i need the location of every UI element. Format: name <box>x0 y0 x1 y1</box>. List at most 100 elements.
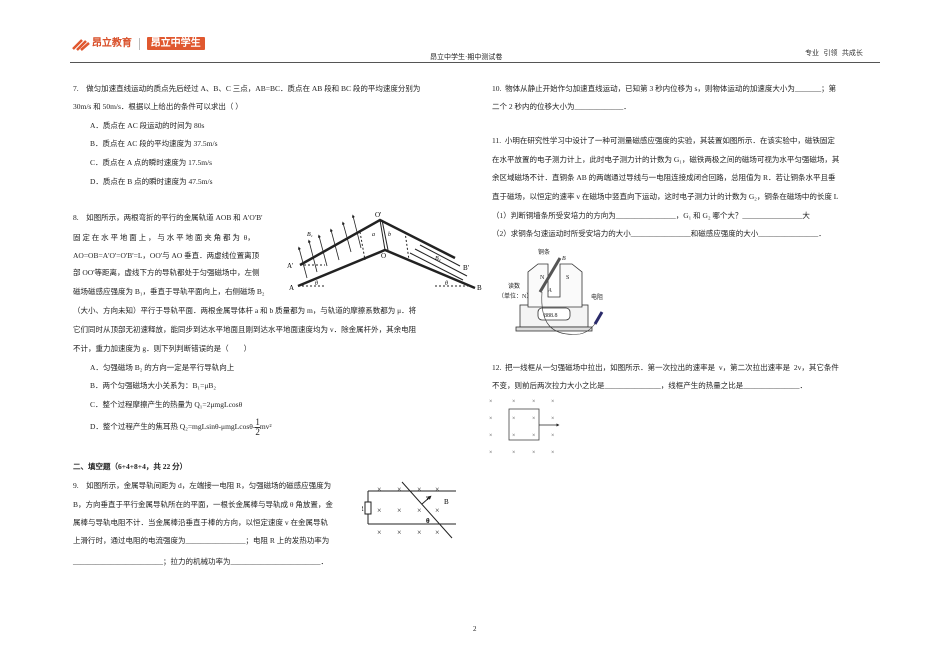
q9-line-4: 上滑行时，通过电阻的电流强度为________________；电阻 R 上的发… <box>73 536 330 545</box>
label-theta-right: θ <box>445 281 448 287</box>
cross-mark: × <box>551 433 554 439</box>
cross-mark: × <box>397 506 402 515</box>
label-s: S <box>566 275 569 281</box>
fraction-tail: mv² <box>259 422 272 432</box>
cross-mark: × <box>435 485 440 494</box>
q11-line-4: 直于磁场，以恒定的速率 v 在磁场中竖直向下运动，这时电子测力计的计数为 G₂，… <box>492 192 839 201</box>
label-b: B <box>477 284 482 292</box>
logo: 昂立教育 昂立中学生 <box>72 34 205 52</box>
slogan: 专业 引领 共成长 <box>805 49 863 57</box>
header-divider <box>70 62 880 63</box>
q10-line-1: 10. 物体从静止开始作匀加速直线运动，已知第 3 秒内位移为 s，则物体运动的… <box>492 84 837 93</box>
label-b-prime: B' <box>463 264 469 272</box>
label-a: A <box>547 288 552 294</box>
q10-line-2: 二个 2 秒内的位移大小为_____________． <box>492 102 631 111</box>
page-title: 昂立中学生·期中测试卷 <box>430 53 503 61</box>
label-reading: 读数 <box>508 282 520 290</box>
cross-mark: × <box>551 416 554 422</box>
label-o: O <box>381 252 386 260</box>
scale-display: 888.8 <box>544 313 558 319</box>
q8-option-b: B．两个匀强磁场大小关系为：B₁=μB₂ <box>90 381 216 390</box>
q11-line-2: 在水平放置的电子测力计上，此时电子测力计的计数为 G₁，磁铁两极之间的磁场可视为… <box>492 155 840 164</box>
q8-line-5: 磁场磁感应强度为 B₁，垂直于导轨平面向上，右侧磁场 B₂ <box>73 287 265 296</box>
q9-line-2: B，方向垂直于平行金属导轨所在的平面，一根长金属棒与导轨成 θ 角放置，金 <box>73 500 333 509</box>
cross-mark: × <box>532 433 535 439</box>
q11-line-6: （2）求铜条匀速运动时所受安培力的大小________________和磁感应强… <box>492 229 826 238</box>
q7-line-2: 30m/s 和 50m/s．根据以上给出的条件可以求出（ ） <box>73 102 243 111</box>
q8-line-6: （大小、方向未知）平行于导轨平面．两根金属导体杆 a 和 b 质量都为 m，与轨… <box>73 306 417 315</box>
q8-line-2: 固 定 在 水 平 地 面 上 ， 与 水 平 地 面 夹 角 都 为 θ， <box>73 233 255 242</box>
logo-icon <box>72 39 90 52</box>
q8-line-3: AO=OB=A'O'=O'B'=L，OO'与 AO 垂直．两虚线位置离顶 <box>73 251 260 260</box>
label-rod-a: a <box>372 232 375 238</box>
cross-mark: × <box>377 506 382 515</box>
cross-mark: × <box>489 399 492 405</box>
cross-mark: × <box>512 399 515 405</box>
q7-line-1: 7. 做匀加速直线运动的质点先后经过 A、B、C 三点，AB=BC．质点在 AB… <box>73 84 421 93</box>
cross-mark: × <box>397 528 402 537</box>
label-b1: B₁ <box>307 232 313 238</box>
q9-rail-diagram: × × × × × × × × × × × × R v B θ <box>362 481 456 539</box>
fraction-numerator: 1 <box>255 417 260 428</box>
cross-mark: × <box>532 399 535 405</box>
label-a-prime: A' <box>287 262 293 270</box>
cross-mark: × <box>489 450 492 456</box>
cross-mark: × <box>532 416 535 422</box>
cross-mark: × <box>532 450 535 456</box>
cross-mark: × <box>435 506 440 515</box>
cross-mark: × <box>397 485 402 494</box>
q11-line-3: 余区域磁场不计．直铜条 AB 的两端通过导线与一电阻连接成闭合回路，总阻值为 R… <box>492 173 836 182</box>
q7-option-d: D．质点在 B 点的瞬时速度为 47.5m/s <box>90 177 213 186</box>
q8-option-a: A．匀强磁场 B₂ 的方向一定是平行导轨向上 <box>90 363 235 372</box>
q8-option-d-text: D．整个过程产生的焦耳热 Q₂=mgLsinθ-μmgLcosθ- <box>90 422 256 432</box>
label-a: A <box>289 284 294 292</box>
cross-mark: × <box>512 450 515 456</box>
q12-line-1: 12. 把一线框从一匀强磁场中拉出，如图所示．第一次拉出的速率是 v，第二次拉出… <box>492 363 839 372</box>
q7-option-c: C．质点在 A 点的瞬时速度为 17.5m/s <box>90 158 213 167</box>
q11-line-1: 11. 小明在研究性学习中设计了一种可测量磁感应强度的实验，其装置如图所示．在该… <box>492 136 835 145</box>
q8-rail-diagram: O' O A' A B' B B₁ B₂ a b θ θ <box>287 211 482 292</box>
label-v: v <box>426 494 430 502</box>
q12-frame-diagram: × × × × × × × × × × × × × × × × <box>489 399 560 456</box>
logo-badge: 昂立中学生 <box>146 37 205 50</box>
label-copper: 铜条 <box>538 248 550 256</box>
cross-mark: × <box>512 433 515 439</box>
q7-option-a: A．质点在 AC 段运动的时间为 80s <box>90 121 205 130</box>
q8-line-7: 它们同时从顶部无初速释放，能同步到达水平地面且刚到达水平地面速度均为 v．除金属… <box>73 325 417 334</box>
q9-line-1: 9. 如图所示，金属导轨间距为 d，左端接一电阻 R，匀强磁场的磁感应强度为 <box>73 481 332 490</box>
label-theta: θ <box>426 517 430 525</box>
q8-line-8: 不计，重力加速度为 g．则下列判断错误的是（ ） <box>73 344 252 353</box>
q9-line-5: ________________________；拉力的机械功率为_______… <box>73 557 328 566</box>
q9-line-3: 属棒与导轨电阻不计．当金属棒沿垂直于棒的方向，以恒定速度 v 在金属导轨 <box>73 518 328 527</box>
cross-mark: × <box>435 528 440 537</box>
cross-mark: × <box>489 416 492 422</box>
page-number: 2 <box>473 625 477 633</box>
label-r: R <box>362 505 364 513</box>
logo-text: 昂立教育 <box>91 38 132 49</box>
q8-line-4: 部 OO'等距离，虚线下方的导轨都处于匀强磁场中，左侧 <box>73 268 260 277</box>
cross-mark: × <box>417 485 422 494</box>
cross-mark: × <box>377 485 382 494</box>
cross-mark: × <box>489 433 492 439</box>
cross-mark: × <box>417 528 422 537</box>
label-o-prime: O' <box>375 211 381 219</box>
cross-mark: × <box>512 416 515 422</box>
fraction-denominator: 2 <box>255 427 260 437</box>
cross-mark: × <box>417 506 422 515</box>
q11-line-5: （1）判断铜墙条所受安培力的方向为________________，G₁ 和 G… <box>492 211 810 220</box>
q8-option-c: C．整个过程摩擦产生的热量为 Q₁=2μmgLcosθ <box>90 400 243 409</box>
cross-mark: × <box>377 528 382 537</box>
cross-mark: × <box>551 399 554 405</box>
label-b: B <box>562 256 566 262</box>
label-unit: （单位：N） <box>498 292 532 300</box>
q12-line-2: 不变，则前后两次拉力大小之比是_______________，线框产生的热量之比… <box>492 381 807 390</box>
label-theta-left: θ <box>315 281 318 287</box>
cross-mark: × <box>551 450 554 456</box>
q11-apparatus-diagram: 铜条 B N S A 读数 （单位：N） 电阻 888.8 <box>498 248 604 335</box>
q8-line-1: 8. 如图所示，两根弯折的平行的金属轨道 AOB 和 A'O'B' <box>73 213 263 222</box>
section-fill-in-title: 二、填空题（6+4+8+4，共 22 分） <box>73 462 188 471</box>
label-n: N <box>540 275 545 281</box>
q7-option-b: B．质点在 AC 段的平均速度为 37.5m/s <box>90 139 218 148</box>
label-rod-b: b <box>388 232 391 238</box>
